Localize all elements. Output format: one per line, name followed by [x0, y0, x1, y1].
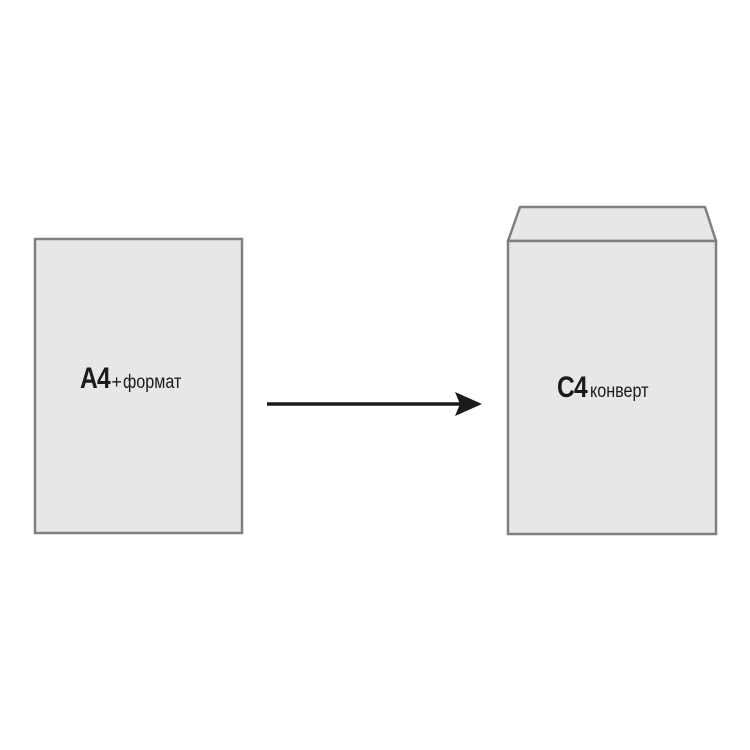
a4-big-text: A4 [80, 362, 111, 395]
a4-label: A4+ формат [80, 362, 200, 396]
c4-big-text: C4 [557, 371, 588, 404]
a4-plus: + [111, 372, 122, 392]
c4-envelope [506, 205, 718, 536]
arrow-right-icon [267, 392, 482, 416]
a4-small-text: формат [123, 372, 182, 393]
envelope-flap [506, 205, 718, 243]
a4-sheet [33, 237, 244, 535]
c4-label: C4 конверт [557, 371, 667, 405]
c4-small-text: конверт [589, 381, 649, 402]
envelope-body [506, 239, 718, 536]
